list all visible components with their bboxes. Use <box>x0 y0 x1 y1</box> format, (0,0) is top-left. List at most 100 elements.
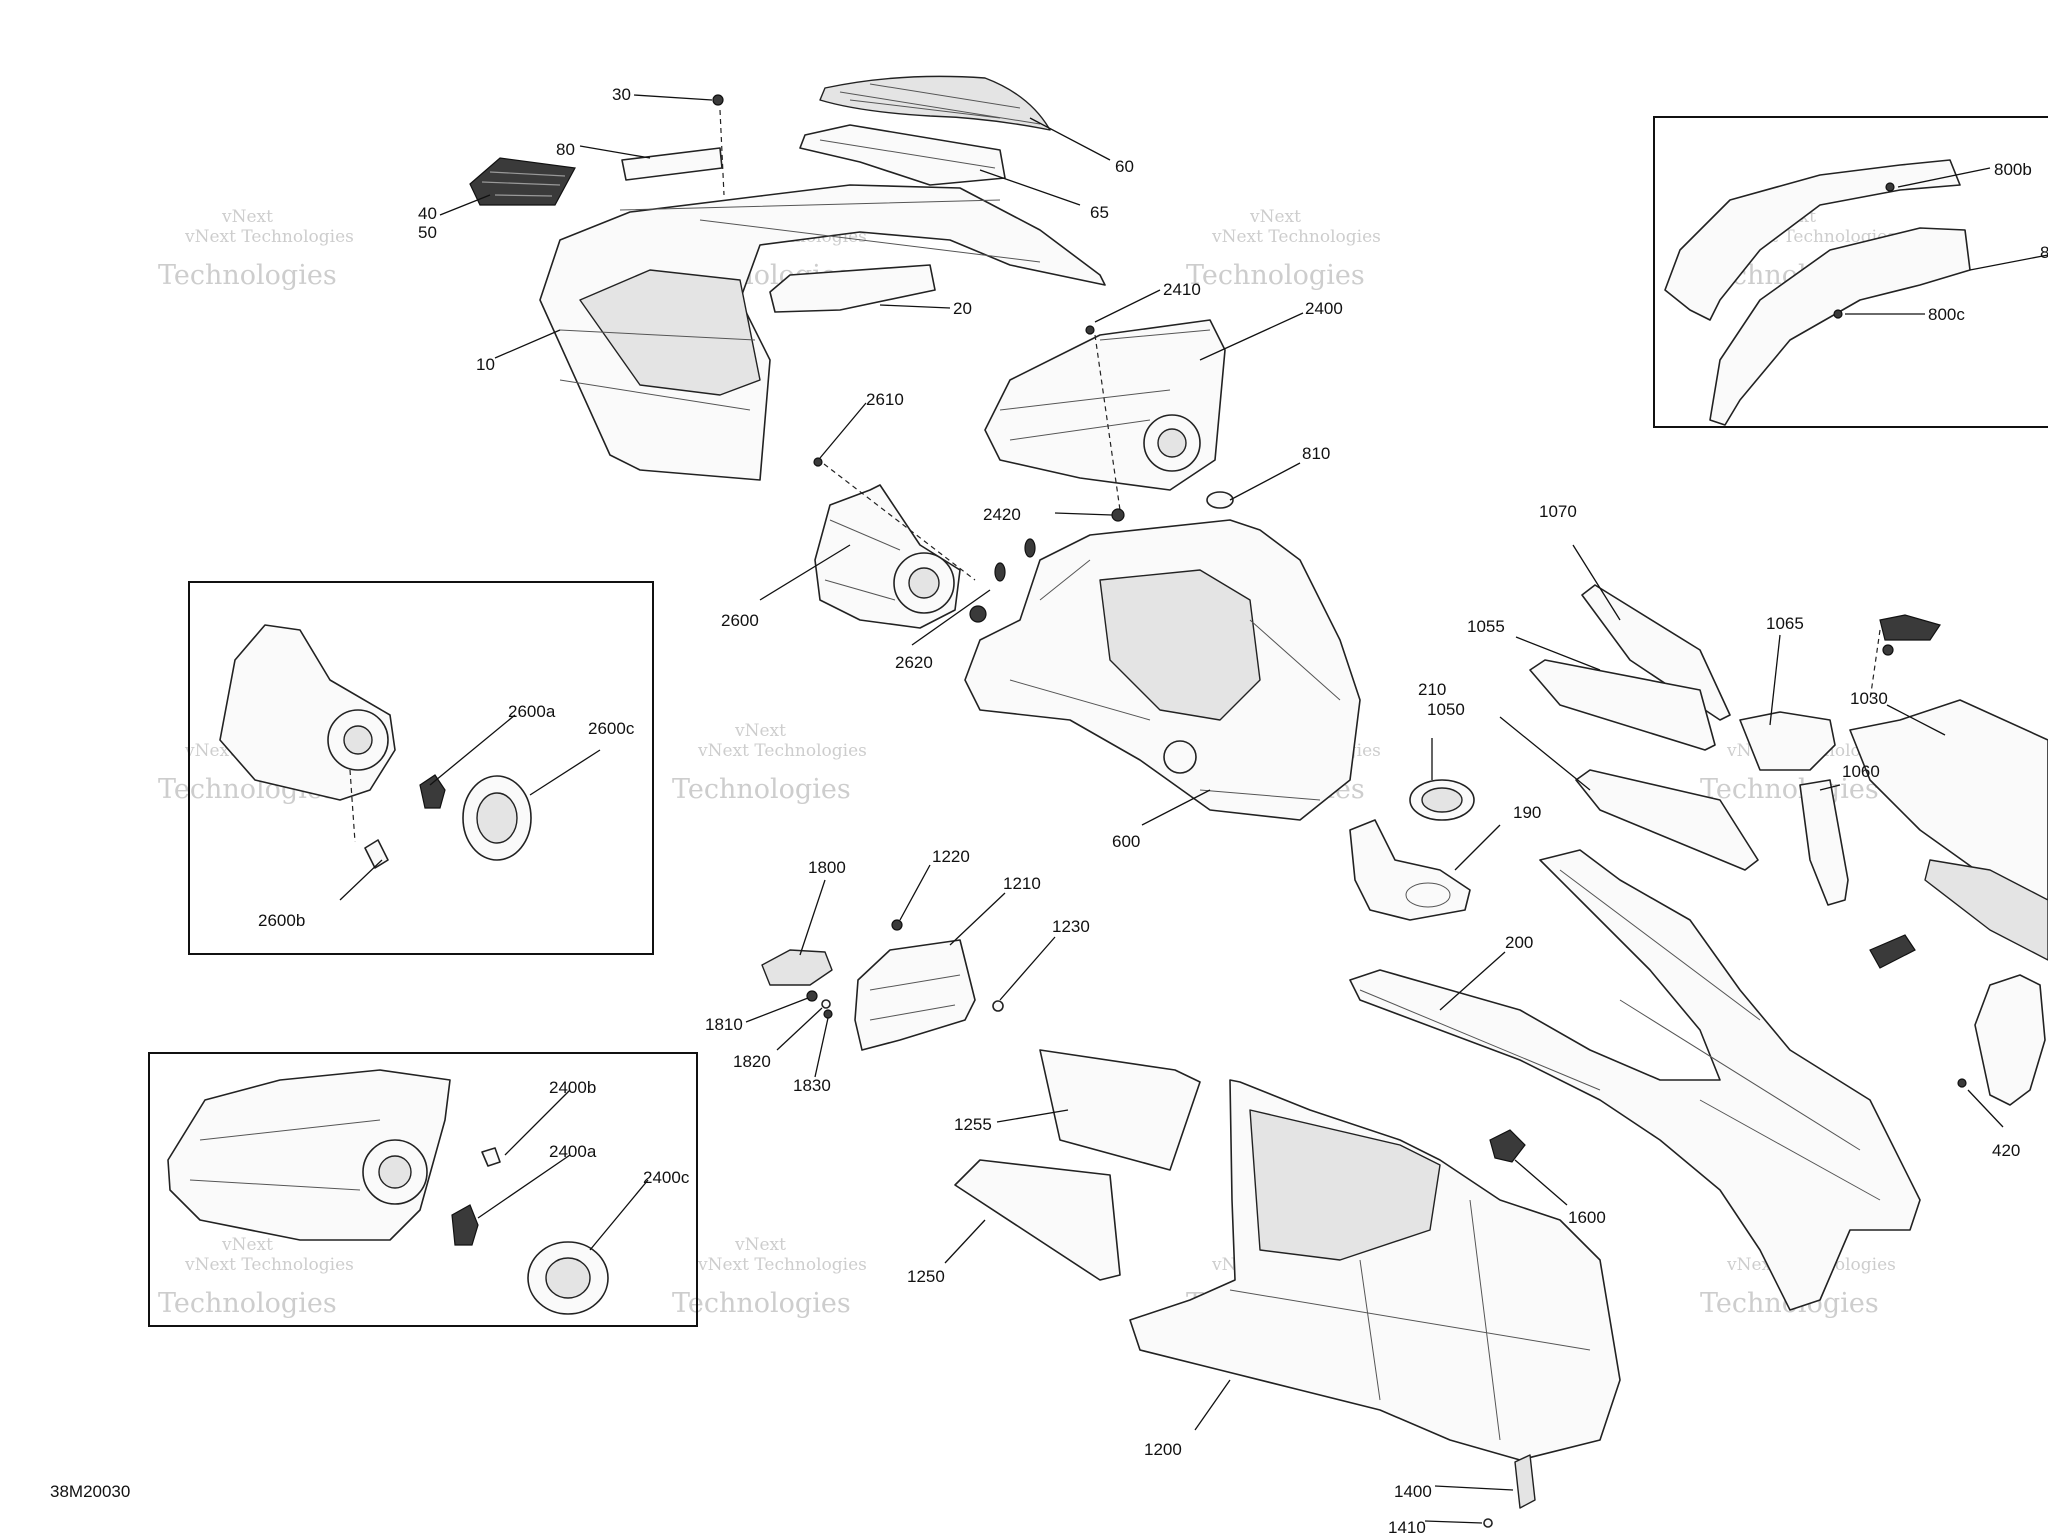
part-2610-screw <box>813 457 976 581</box>
part-80-strip <box>621 147 723 181</box>
part-2620-grommets <box>969 538 1036 623</box>
inset-2600 <box>188 581 654 955</box>
part-200-lower-fairing <box>1349 849 1921 1311</box>
callout-1055: 1055 <box>1467 617 1505 636</box>
svg-text:vNext: vNext <box>734 721 786 741</box>
part-1250-panel <box>954 1159 1121 1281</box>
callout-1810: 1810 <box>705 1015 743 1034</box>
callout-10: 10 <box>476 355 495 374</box>
svg-text:Technologies: Technologies <box>672 1288 851 1319</box>
part-1410-screw <box>1483 1518 1493 1528</box>
part-10-side-panel <box>539 184 1106 481</box>
part-2410-screw <box>1085 325 1121 511</box>
callout-800b: 800b <box>1994 160 2032 179</box>
callout-1210: 1210 <box>1003 874 1041 893</box>
inset-800 <box>1653 116 2048 428</box>
part-1600-connector <box>1489 1129 1526 1163</box>
callout-210: 210 <box>1418 680 1446 699</box>
part-40-mesh <box>469 157 576 206</box>
watermark-3: vNext vNext Technologies Technologies <box>1186 207 1381 291</box>
part-1030-knob <box>1869 614 1941 701</box>
part-210-ring <box>1409 779 1475 821</box>
callout-190: 190 <box>1513 803 1541 822</box>
part-1065-foam <box>1739 711 1836 771</box>
part-1060-foam <box>1799 779 1849 906</box>
part-1230-clip <box>992 1000 1004 1012</box>
part-1810-clip <box>806 990 833 1019</box>
svg-text:Technologies: Technologies <box>672 774 851 805</box>
callout-2600c: 2600c <box>588 719 635 738</box>
callout-65: 65 <box>1090 203 1109 222</box>
callout-1200: 1200 <box>1144 1440 1182 1459</box>
part-1200-side-fairing <box>1129 1079 1621 1461</box>
part-right-panel <box>1849 699 2048 961</box>
callout-1400: 1400 <box>1394 1482 1432 1501</box>
svg-text:vNext: vNext <box>1249 207 1301 227</box>
inset-2400 <box>148 1052 698 1327</box>
svg-text:vNext: vNext <box>221 1235 273 1255</box>
part-20-pad <box>769 264 936 313</box>
callout-1250: 1250 <box>907 1267 945 1286</box>
inset-2600-frame <box>188 581 654 955</box>
callout-1600: 1600 <box>1568 1208 1606 1227</box>
part-1050-foam <box>1575 769 1759 871</box>
callout-2600: 2600 <box>721 611 759 630</box>
callout-30: 30 <box>612 85 631 104</box>
callout-1060: 1060 <box>1842 762 1880 781</box>
callout-1410: 1410 <box>1388 1518 1426 1536</box>
callout-600: 600 <box>1112 832 1140 851</box>
callout-800c: 800c <box>1928 305 1965 324</box>
svg-text:vNext Technologies: vNext Technologies <box>184 227 354 247</box>
callout-2400: 2400 <box>1305 299 1343 318</box>
watermark-1: vNext vNext Technologies Technologies <box>158 207 354 291</box>
part-2600-headlight <box>814 484 961 629</box>
part-1210-bracket <box>854 939 976 1051</box>
callout-1220: 1220 <box>932 847 970 866</box>
callout-2400c: 2400c <box>643 1168 690 1187</box>
part-190-bracket <box>1349 819 1471 921</box>
callout-20: 20 <box>953 299 972 318</box>
callout-800a-cut: 8 <box>2040 243 2048 262</box>
part-600-fascia <box>964 519 1361 821</box>
callout-420: 420 <box>1992 1141 2020 1160</box>
part-2400-headlight <box>984 319 1226 491</box>
callout-2600b: 2600b <box>258 911 305 930</box>
callout-2400b: 2400b <box>549 1078 596 1097</box>
callout-810: 810 <box>1302 444 1330 463</box>
callout-50: 50 <box>418 223 437 242</box>
svg-text:vNext Technologies: vNext Technologies <box>697 741 867 761</box>
part-65-cover <box>799 124 1006 186</box>
callout-80: 80 <box>556 140 575 159</box>
callout-2410: 2410 <box>1163 280 1201 299</box>
callout-60: 60 <box>1115 157 1134 176</box>
svg-text:Technologies: Technologies <box>1186 260 1365 291</box>
callout-1065: 1065 <box>1766 614 1804 633</box>
part-1055-foam <box>1529 659 1716 751</box>
inset-800-frame <box>1653 116 2048 428</box>
part-30-screw <box>712 94 725 196</box>
watermark-10: vNext vNext Technologies Technologies <box>672 1235 867 1319</box>
watermark-6: vNext vNext Technologies Technologies <box>672 721 867 805</box>
callout-2620: 2620 <box>895 653 933 672</box>
callout-1830: 1830 <box>793 1076 831 1095</box>
svg-text:vNext Technologies: vNext Technologies <box>184 1255 354 1275</box>
part-60-grille <box>819 75 1051 131</box>
callout-1070: 1070 <box>1539 502 1577 521</box>
svg-text:vNext Technologies: vNext Technologies <box>1211 227 1381 247</box>
svg-text:Technologies: Technologies <box>1700 774 1879 805</box>
callout-2400a: 2400a <box>549 1142 597 1161</box>
part-1255-foam <box>1039 1049 1201 1171</box>
part-2420-nut <box>1111 508 1125 522</box>
callout-200: 200 <box>1505 933 1533 952</box>
callout-40: 40 <box>418 204 437 223</box>
callout-1800: 1800 <box>808 858 846 877</box>
part-1220-screw <box>891 919 903 931</box>
callout-1230: 1230 <box>1052 917 1090 936</box>
part-1400-clip <box>1514 1454 1536 1509</box>
callout-1030: 1030 <box>1850 689 1888 708</box>
callout-1255: 1255 <box>954 1115 992 1134</box>
part-1800-handle <box>761 949 833 986</box>
svg-text:vNext Technologies: vNext Technologies <box>697 1255 867 1275</box>
part-420-shield <box>1957 974 2046 1106</box>
